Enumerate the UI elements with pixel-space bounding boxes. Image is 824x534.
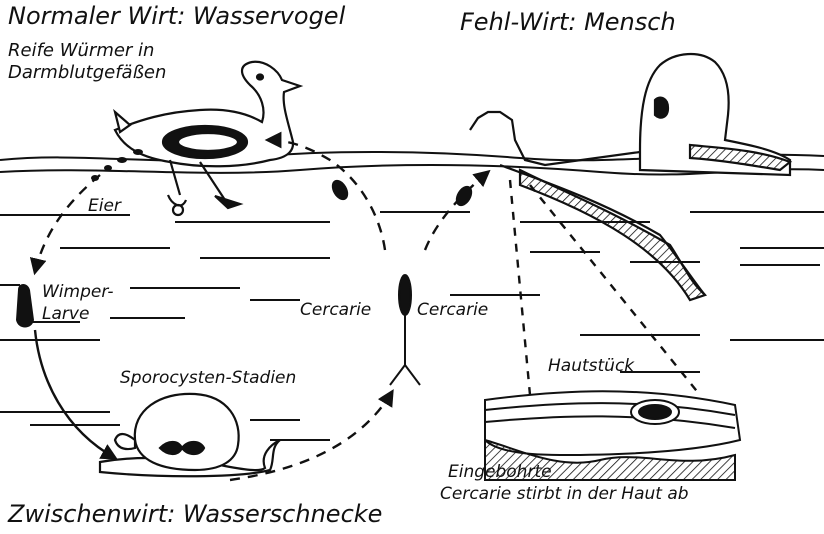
- mature-worms-label-line2: Darmblutgefäßen: [8, 64, 166, 83]
- central-cercaria: [390, 275, 420, 385]
- intermediate-host-title: Zwischenwirt: Wasserschnecke: [8, 502, 382, 527]
- dies-label-line2: Cercarie stirbt in der Haut ab: [440, 486, 689, 504]
- miracidium-label-line2: Larve: [42, 306, 89, 324]
- snail: [100, 394, 280, 476]
- cercaria-label-left: Cercarie: [300, 302, 371, 320]
- cercaria-label-right: Cercarie: [417, 302, 488, 320]
- miracidium: [16, 284, 34, 328]
- skin-piece-label: Hautstück: [548, 358, 634, 376]
- miracidium-label-line1: Wimper-: [42, 284, 114, 302]
- eggs-label: Eier: [88, 198, 121, 216]
- dies-label-line1: Eingebohrte: [448, 464, 552, 482]
- normal-host-title: Normaler Wirt: Wasservogel: [8, 4, 345, 29]
- wrong-host-title: Fehl-Wirt: Mensch: [460, 10, 676, 35]
- sporocysts-label: Sporocysten-Stadien: [120, 370, 296, 388]
- duck: [115, 62, 300, 215]
- mature-worms-label-line1: Reife Würmer in: [8, 42, 154, 61]
